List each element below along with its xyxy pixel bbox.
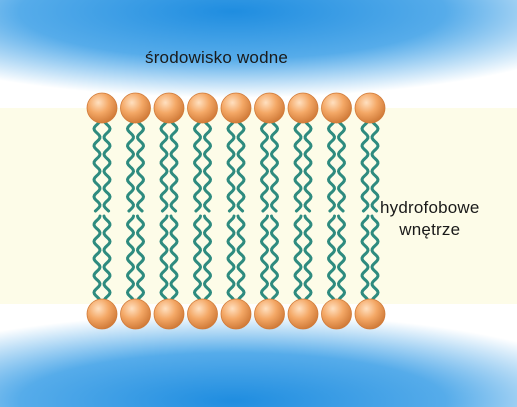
lipid-heads-top-layer: [87, 93, 385, 123]
lipid-heads-bottom-layer: [87, 299, 385, 329]
hydrophobic-label-line1: hydrofobowe: [380, 197, 480, 219]
lipid-head-bottom-5: [221, 299, 251, 329]
aqueous-environment-label: środowisko wodne: [145, 48, 288, 68]
lipid-head-top-4: [188, 93, 218, 123]
lipid-head-top-3: [154, 93, 184, 123]
lipid-head-top-8: [322, 93, 352, 123]
lipid-head-top-9: [355, 93, 385, 123]
hydrophobic-interior-label: hydrofobowe wnętrze: [380, 197, 480, 241]
lipid-head-top-5: [221, 93, 251, 123]
lipid-head-top-2: [121, 93, 151, 123]
hydrophobic-label-line2: wnętrze: [380, 219, 480, 241]
lipid-head-top-6: [255, 93, 285, 123]
lipid-head-bottom-1: [87, 299, 117, 329]
lipid-head-bottom-3: [154, 299, 184, 329]
lipid-head-bottom-2: [121, 299, 151, 329]
lipid-head-bottom-8: [322, 299, 352, 329]
lipid-head-bottom-7: [288, 299, 318, 329]
lipid-head-bottom-4: [188, 299, 218, 329]
lipid-head-bottom-9: [355, 299, 385, 329]
lipid-head-top-7: [288, 93, 318, 123]
lipid-head-bottom-6: [255, 299, 285, 329]
lipid-head-top-1: [87, 93, 117, 123]
